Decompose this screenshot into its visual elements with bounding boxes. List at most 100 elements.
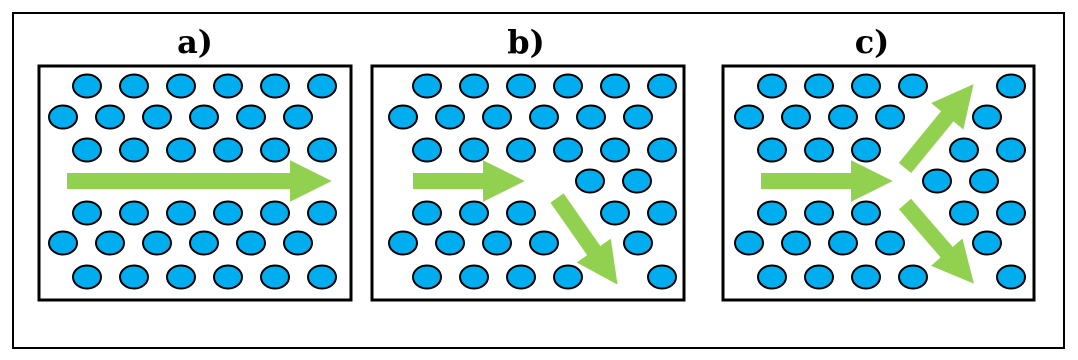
panel-b-arrow-down <box>550 193 618 285</box>
panel-a-particle <box>260 137 290 163</box>
panel-b-particle <box>506 200 536 226</box>
panel-a-particle <box>307 200 337 226</box>
panel-a-particle <box>260 264 290 290</box>
panel-a-particle <box>142 230 172 256</box>
panel-b-particle <box>506 137 536 163</box>
panel-b-particle <box>623 230 653 256</box>
panel-b-particle <box>600 137 630 163</box>
panel-a-particle <box>72 137 102 163</box>
panel-c-particle <box>851 200 881 226</box>
panel-c-particle <box>972 230 1002 256</box>
panel-b-particle <box>553 137 583 163</box>
panel-c-particle <box>757 137 787 163</box>
panel-c-particle <box>851 264 881 290</box>
panel-b-particle <box>435 230 465 256</box>
panel-a-particle <box>307 264 337 290</box>
panel-a-particle <box>166 73 196 99</box>
panel-c-particle <box>734 230 764 256</box>
panel-a <box>37 64 353 302</box>
panel-c-particle <box>828 230 858 256</box>
panel-c-particle <box>996 264 1026 290</box>
panel-c-particle <box>898 264 928 290</box>
panel-a-particle <box>142 104 172 130</box>
panel-c-particle <box>949 200 979 226</box>
panel-a-particle <box>236 230 266 256</box>
panel-b-particle <box>553 73 583 99</box>
panel-b-particle <box>647 264 677 290</box>
panel-b-particle <box>482 230 512 256</box>
panel-b-particle <box>529 104 559 130</box>
panel-a-particle <box>48 104 78 130</box>
panel-b-particle <box>459 73 489 99</box>
panel-b-particle <box>388 104 418 130</box>
panel-c-particle <box>969 168 999 194</box>
panel-b-particle <box>412 73 442 99</box>
panel-c-particle <box>804 264 834 290</box>
panel-c-particle <box>828 104 858 130</box>
panel-b-particle <box>412 264 442 290</box>
panel-b-particle <box>647 73 677 99</box>
panel-c-particle <box>996 137 1026 163</box>
panel-c-particle <box>949 137 979 163</box>
panel-c-particle <box>757 73 787 99</box>
panel-c-particle <box>781 104 811 130</box>
panel-b-particle <box>576 104 606 130</box>
panel-c-arrow-up <box>898 84 974 174</box>
panel-b-particle <box>412 200 442 226</box>
panel-b-particle <box>459 137 489 163</box>
panel-a-particle <box>119 264 149 290</box>
panel-c-particle <box>996 200 1026 226</box>
panel-c-particle <box>734 104 764 130</box>
panel-a-particle <box>166 200 196 226</box>
panel-b-particles <box>388 73 677 290</box>
panel-label-b: b) <box>507 23 545 61</box>
panel-b-particle <box>506 73 536 99</box>
panel-a-particle <box>213 137 243 163</box>
panel-c-particle <box>851 137 881 163</box>
panel-a-particle <box>95 104 125 130</box>
panel-b-particle <box>412 137 442 163</box>
panel-b-particle <box>388 230 418 256</box>
panel-a-particle <box>72 200 102 226</box>
panel-c-particle <box>804 137 834 163</box>
panel-a-particle <box>283 104 313 130</box>
panel-a-particle <box>72 73 102 99</box>
panel-a-particle <box>307 137 337 163</box>
panel-c-particle <box>757 264 787 290</box>
panel-a-particle <box>189 104 219 130</box>
panel-c-particle <box>898 73 928 99</box>
panel-c-particle <box>996 73 1026 99</box>
panel-b <box>370 64 686 302</box>
panel-b-particle <box>553 264 583 290</box>
panel-a-particle <box>283 230 313 256</box>
panel-b-particle <box>647 200 677 226</box>
panel-c-particles <box>734 73 1026 290</box>
panel-a-particle <box>166 137 196 163</box>
panel-a-particle <box>95 230 125 256</box>
panel-c <box>721 64 1036 302</box>
panel-c-particle <box>757 200 787 226</box>
panel-a-particle <box>119 137 149 163</box>
panel-a-particle <box>307 73 337 99</box>
panel-b-particle <box>459 200 489 226</box>
panel-b-particle <box>529 230 559 256</box>
panel-c-particle <box>922 168 952 194</box>
panel-b-particle <box>600 200 630 226</box>
panel-b-particle <box>482 104 512 130</box>
panel-c-particle <box>875 230 905 256</box>
panel-label-c: c) <box>854 23 890 61</box>
panel-a-particle <box>72 264 102 290</box>
panel-b-particle <box>647 137 677 163</box>
panel-a-particle <box>236 104 266 130</box>
panel-a-particles <box>48 73 337 290</box>
panel-a-particle <box>119 73 149 99</box>
panel-a-particle <box>260 73 290 99</box>
panel-c-particle <box>804 73 834 99</box>
panel-c-particle <box>972 104 1002 130</box>
panel-b-particle <box>600 73 630 99</box>
panel-a-particle <box>119 200 149 226</box>
panel-c-particle <box>875 104 905 130</box>
panel-a-particle <box>48 230 78 256</box>
panel-b-particle <box>623 104 653 130</box>
